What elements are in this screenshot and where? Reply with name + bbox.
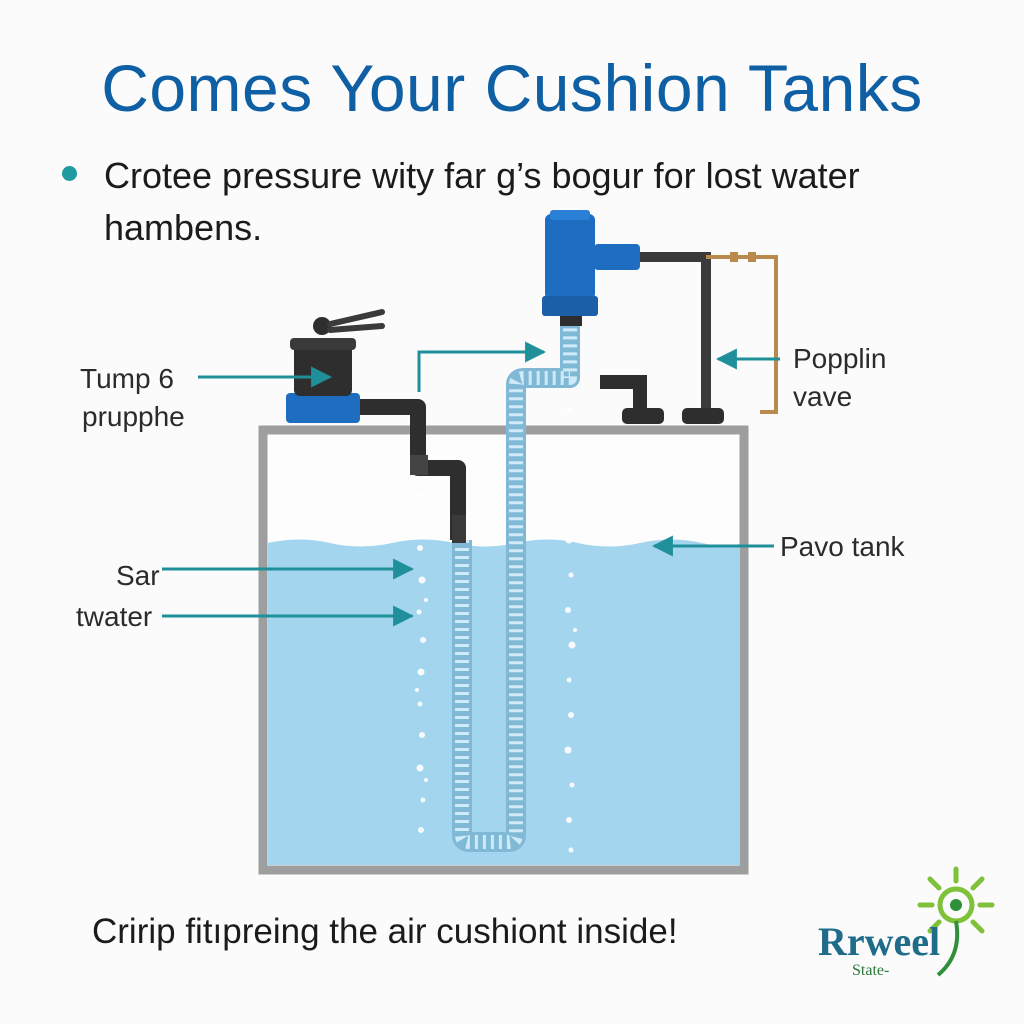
label-water-line1: Sar: [116, 560, 160, 591]
tank: [258, 425, 749, 875]
bullet-text: Crotee pressure wity far g’s bogur for l…: [104, 155, 860, 248]
valve-wire: [706, 252, 778, 414]
logo-sun-icon: [917, 866, 995, 977]
arrow-pipe: [417, 341, 547, 392]
label-pump-line1: Tump 6: [80, 363, 174, 394]
label-pump-line2: prupphe: [82, 401, 185, 432]
label-arrows: [162, 341, 780, 627]
bubble-column-left: [415, 492, 428, 833]
tank-water: [268, 539, 740, 865]
label-water-line2: twater: [76, 601, 152, 632]
logo-subtitle: State-: [852, 962, 890, 979]
pump: [286, 309, 385, 423]
valve-fitting: [600, 375, 724, 424]
caption: Cririp fitıpreing the air cushiont insid…: [92, 912, 678, 951]
label-valve-line2: vave: [793, 381, 852, 412]
logo-name: Rrweel: [818, 919, 941, 964]
label-tank: Pavo tank: [780, 531, 906, 562]
page-title: Comes Your Cushion Tanks: [101, 51, 923, 125]
bullet-dot: [62, 166, 77, 181]
u-pipe: [452, 325, 580, 852]
bubble-column-right: [564, 407, 577, 853]
label-valve-line1: Popplin: [793, 343, 886, 374]
